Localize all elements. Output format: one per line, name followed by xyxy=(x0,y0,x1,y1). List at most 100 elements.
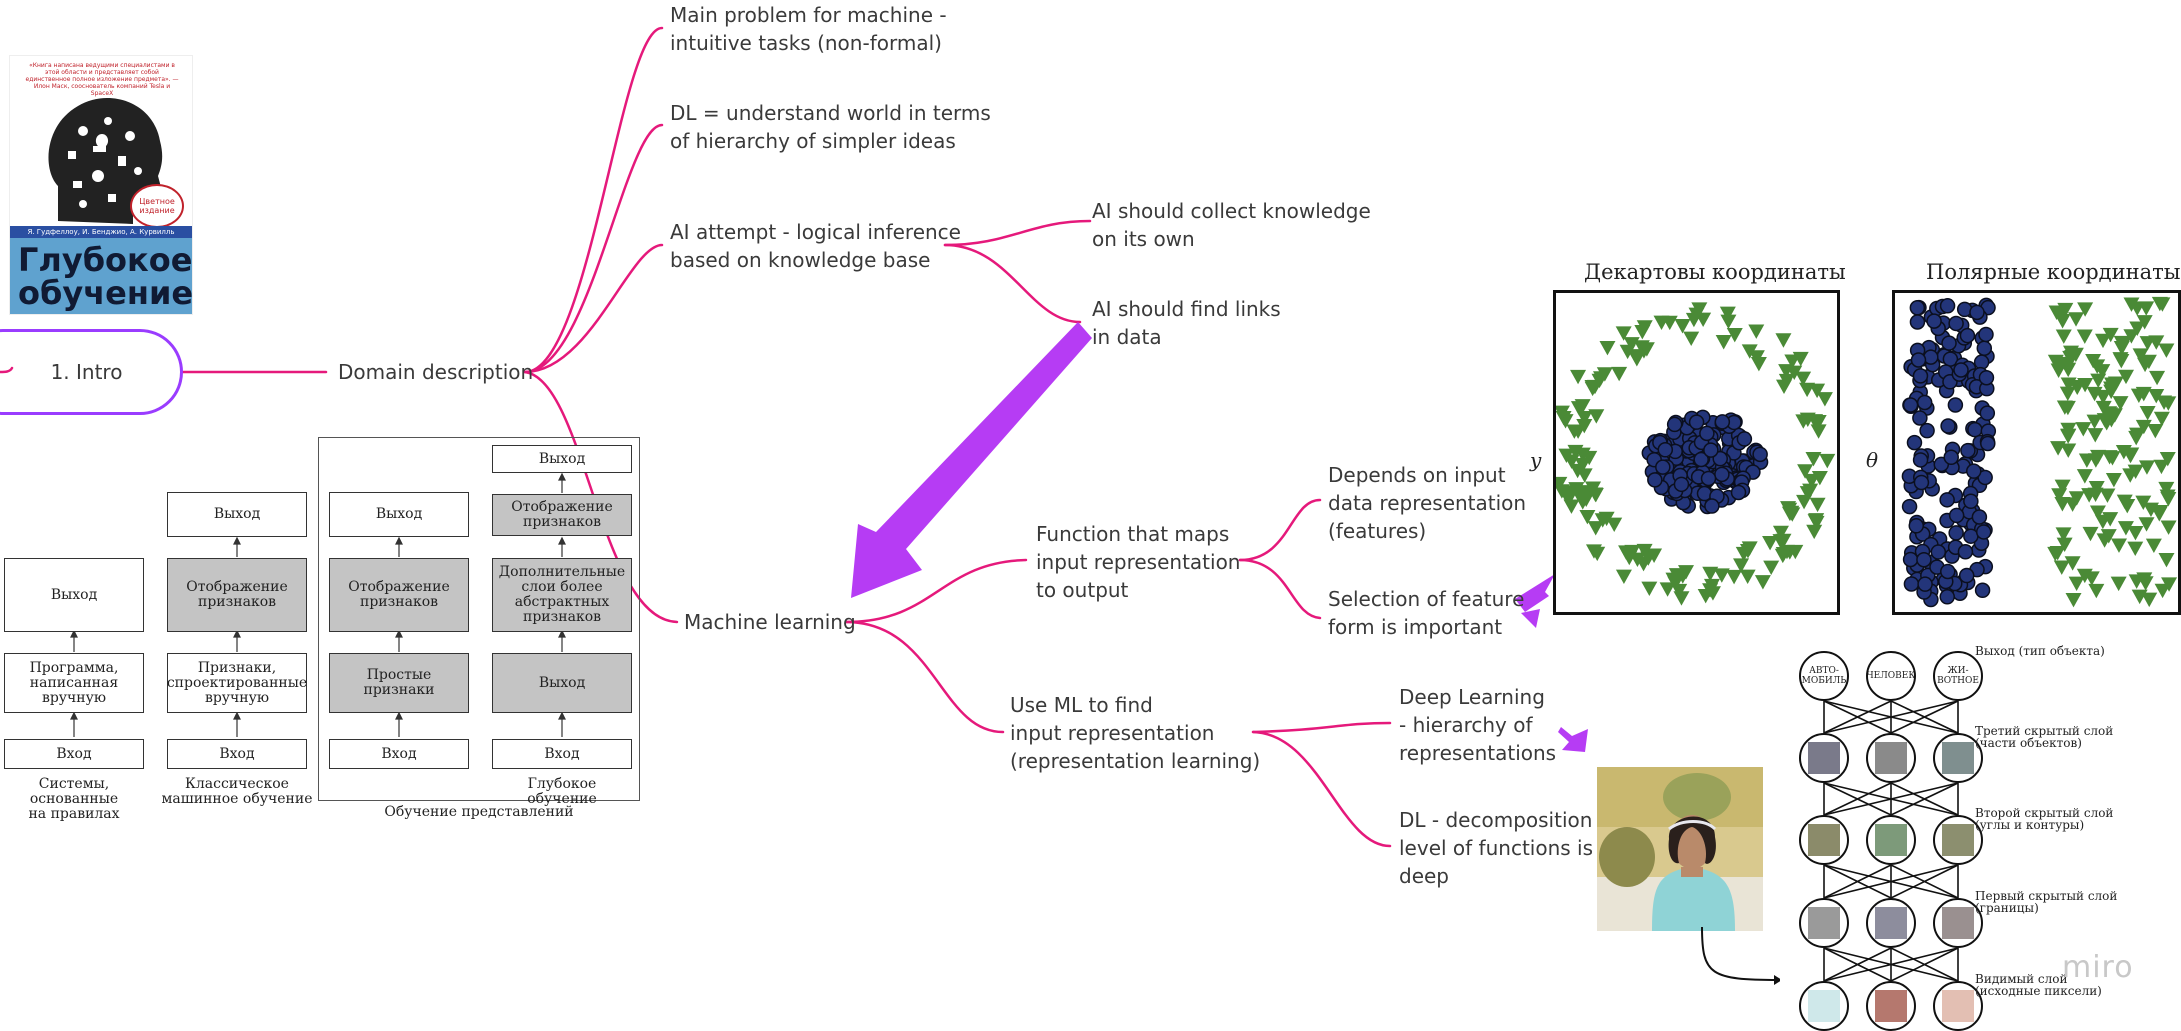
rule-program-box: Программа, написанная вручную xyxy=(4,653,144,713)
intro-node[interactable]: 1. Intro xyxy=(0,329,183,415)
triangle-point xyxy=(2054,479,2071,494)
circle-point xyxy=(1714,466,1730,483)
triangle-point xyxy=(1624,544,1641,560)
triangle-point xyxy=(1579,510,1596,525)
ai-attempt-node[interactable]: AI attempt - logical inference based on … xyxy=(670,220,961,272)
circle-point xyxy=(1912,452,1929,468)
circle-point xyxy=(1919,422,1935,439)
triangle-point xyxy=(1702,566,1719,582)
triangle-point xyxy=(2112,396,2129,411)
nn-feature-node xyxy=(1933,733,1983,783)
circle-point xyxy=(1736,431,1753,447)
nn-output-node: ЧЕЛОВЕК xyxy=(1866,651,1916,701)
circle-point xyxy=(1939,492,1955,508)
polar-plot xyxy=(1892,290,2181,615)
nn-edge xyxy=(1823,864,1892,899)
triangle-point xyxy=(1674,319,1691,334)
triangle-point xyxy=(1619,344,1636,360)
triangle-point xyxy=(1786,365,1803,381)
circle-point xyxy=(1906,434,1923,451)
circle-point xyxy=(1939,298,1956,314)
triangle-point xyxy=(2068,312,2085,327)
triangle-point xyxy=(1683,331,1700,347)
triangle-point xyxy=(2129,427,2146,443)
circle-point xyxy=(1957,544,1974,560)
ai-links-node[interactable]: AI should find links in data xyxy=(1092,297,1281,349)
circle-point xyxy=(1916,551,1932,568)
circle-point xyxy=(1903,576,1920,592)
feature-thumbnail xyxy=(1875,990,1907,1022)
depends-on-input-node[interactable]: Depends on input data representation (fe… xyxy=(1328,463,1527,543)
classic-caption: Классическое машинное обучение xyxy=(161,776,313,807)
circle-point xyxy=(1943,449,1959,466)
triangle-point xyxy=(2139,405,2156,421)
triangle-point xyxy=(2057,302,2074,318)
nn-feature-node xyxy=(1799,815,1849,865)
triangle-point xyxy=(1808,513,1825,528)
woman-photo xyxy=(1597,767,1763,931)
deep-input-box: Вход xyxy=(492,739,632,769)
photo-to-input-arrow xyxy=(1701,926,1780,985)
triangle-point xyxy=(2078,453,2095,468)
triangle-point xyxy=(2063,345,2080,361)
domain-description-node[interactable]: Domain description xyxy=(338,360,534,384)
triangle-point xyxy=(1659,582,1676,597)
selection-feature-node[interactable]: Selection of feature form is important xyxy=(1328,587,1525,639)
triangle-point xyxy=(2087,428,2104,443)
deep-learning-hierarchy-node[interactable]: Deep Learning - hierarchy of representat… xyxy=(1399,685,1557,765)
triangle-point xyxy=(1775,547,1792,562)
circle-point xyxy=(1979,405,1996,421)
triangle-point xyxy=(1568,482,1585,497)
triangle-point xyxy=(2094,364,2111,379)
circle-point xyxy=(1657,442,1674,458)
circle-point xyxy=(1730,484,1747,501)
triangle-point xyxy=(2160,520,2177,535)
triangle-point xyxy=(2129,321,2146,336)
triangle-point xyxy=(2136,572,2153,587)
circle-point xyxy=(1902,397,1919,413)
triangle-point xyxy=(1816,392,1833,407)
ai-collect-node[interactable]: AI should collect knowledge on its own xyxy=(1092,199,1371,251)
dl-hierarchy-node[interactable]: DL = understand world in terms of hierar… xyxy=(670,101,991,153)
nn-feature-node xyxy=(1866,733,1916,783)
triangle-point xyxy=(1636,543,1653,559)
triangle-point xyxy=(2118,369,2135,385)
circle-point xyxy=(1958,567,1975,584)
circle-point xyxy=(1971,509,1988,525)
dl-decomposition-node[interactable]: DL - decomposition level of functions is… xyxy=(1399,808,1594,888)
nn-layer-label-hidden2: Второй скрытый слой (углы и контуры) xyxy=(1975,806,2114,832)
triangle-point xyxy=(2053,560,2070,575)
triangle-point xyxy=(1570,369,1587,385)
triangle-point xyxy=(2153,459,2170,475)
connector-function-selection xyxy=(1238,558,1322,620)
use-ml-node[interactable]: Use ML to find input representation (rep… xyxy=(1010,693,1261,773)
deep-map-box: Отображение признаков xyxy=(492,494,632,536)
triangle-point xyxy=(2076,568,2093,584)
triangle-point xyxy=(1805,452,1822,467)
connector-domain-ai xyxy=(523,243,664,374)
triangle-point xyxy=(1754,575,1771,590)
triangle-point xyxy=(1576,418,1593,434)
triangle-point xyxy=(1748,324,1765,339)
function-maps-node[interactable]: Function that maps input representation … xyxy=(1036,522,1241,602)
nn-edge xyxy=(1890,700,1959,734)
machine-learning-node[interactable]: Machine learning xyxy=(684,610,856,634)
triangle-point xyxy=(2060,428,2077,444)
triangle-point xyxy=(1559,490,1576,505)
triangle-point xyxy=(1776,379,1793,395)
triangle-point xyxy=(2147,424,2164,439)
nn-edge xyxy=(1823,947,1892,982)
main-problem-node[interactable]: Main problem for machine - intuitive tas… xyxy=(670,3,947,55)
triangle-point xyxy=(1809,383,1826,399)
triangle-point xyxy=(2102,327,2119,343)
triangle-point xyxy=(1741,344,1758,359)
rule-output-box: Выход xyxy=(4,558,144,632)
triangle-point xyxy=(1720,314,1737,330)
triangle-point xyxy=(1810,414,1827,430)
nn-feature-node xyxy=(1799,898,1849,948)
circle-point xyxy=(1969,304,1985,321)
triangle-point xyxy=(2095,333,2112,349)
deep-caption: Глубокое обучение xyxy=(527,776,597,807)
nn-layer-label-output: Выход (тип объекта) xyxy=(1975,644,2105,658)
triangle-point xyxy=(2149,370,2166,386)
